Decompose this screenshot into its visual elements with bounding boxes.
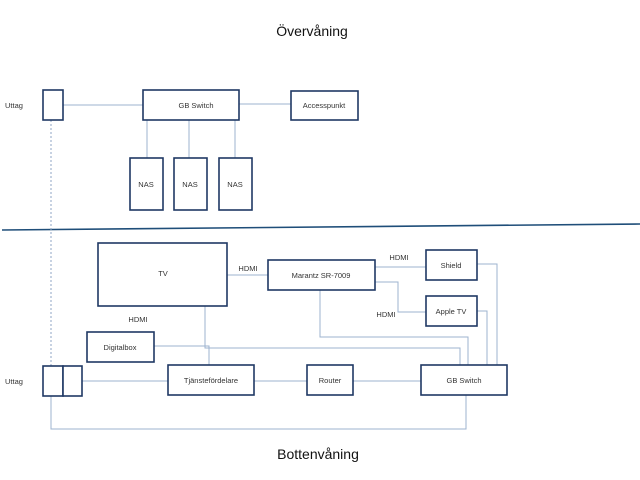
hdmi-label-receiver-appletv: HDMI [376, 310, 395, 319]
tv-label: TV [158, 269, 168, 278]
upper-switch-label: GB Switch [178, 101, 213, 110]
upper-outlet-label: Uttag [5, 101, 23, 110]
shield-label: Shield [441, 261, 462, 270]
nas-box-3 [218, 157, 253, 211]
conn-receiver-appletv [375, 281, 426, 313]
apple-tv-box [425, 295, 478, 327]
upper-outlet-box [42, 89, 64, 121]
access-point-label: Accesspunkt [303, 101, 346, 110]
nas-label-1: NAS [138, 180, 153, 189]
digital-box-box [86, 331, 155, 363]
router-label: Router [319, 376, 342, 385]
nas-box-1 [129, 157, 164, 211]
conn-outlet-switch-lower [50, 395, 467, 430]
tv-box [97, 242, 228, 307]
conn-digitalbox-panel [154, 345, 210, 365]
apple-tv-label: Apple TV [436, 307, 467, 316]
nas-label-2: NAS [182, 180, 197, 189]
lower-outlet-label: Uttag [5, 377, 23, 386]
hdmi-label-tv-receiver: HDMI [238, 264, 257, 273]
access-point-box [290, 90, 359, 121]
conn-appletv-switch [477, 310, 488, 365]
receiver-box [267, 259, 376, 291]
digital-box-label: Digitalbox [104, 343, 137, 352]
floor-divider [1, 223, 640, 231]
service-panel-label: Tjänstefördelare [184, 376, 238, 385]
router-box [306, 364, 354, 396]
lower-switch-label: GB Switch [446, 376, 481, 385]
hdmi-label-tv-digitalbox: HDMI [128, 315, 147, 324]
upper-switch-box [142, 89, 240, 121]
conn-tv-switch [204, 306, 461, 365]
lower-floor-title: Bottenvåning [277, 446, 359, 462]
nas-box-2 [173, 157, 208, 211]
lower-switch-box [420, 364, 508, 396]
service-panel-box [167, 364, 255, 396]
lower-outlet-box-right [62, 365, 83, 397]
lower-outlet-box-left [42, 365, 64, 397]
hdmi-label-receiver-shield: HDMI [389, 253, 408, 262]
conn-shield-switch [477, 263, 498, 365]
connectors [50, 103, 498, 430]
nas-label-3: NAS [227, 180, 242, 189]
conn-receiver-switch [319, 290, 469, 365]
shield-box [425, 249, 478, 281]
receiver-label: Marantz SR-7009 [292, 271, 351, 280]
upper-floor-title: Övervåning [276, 22, 348, 39]
